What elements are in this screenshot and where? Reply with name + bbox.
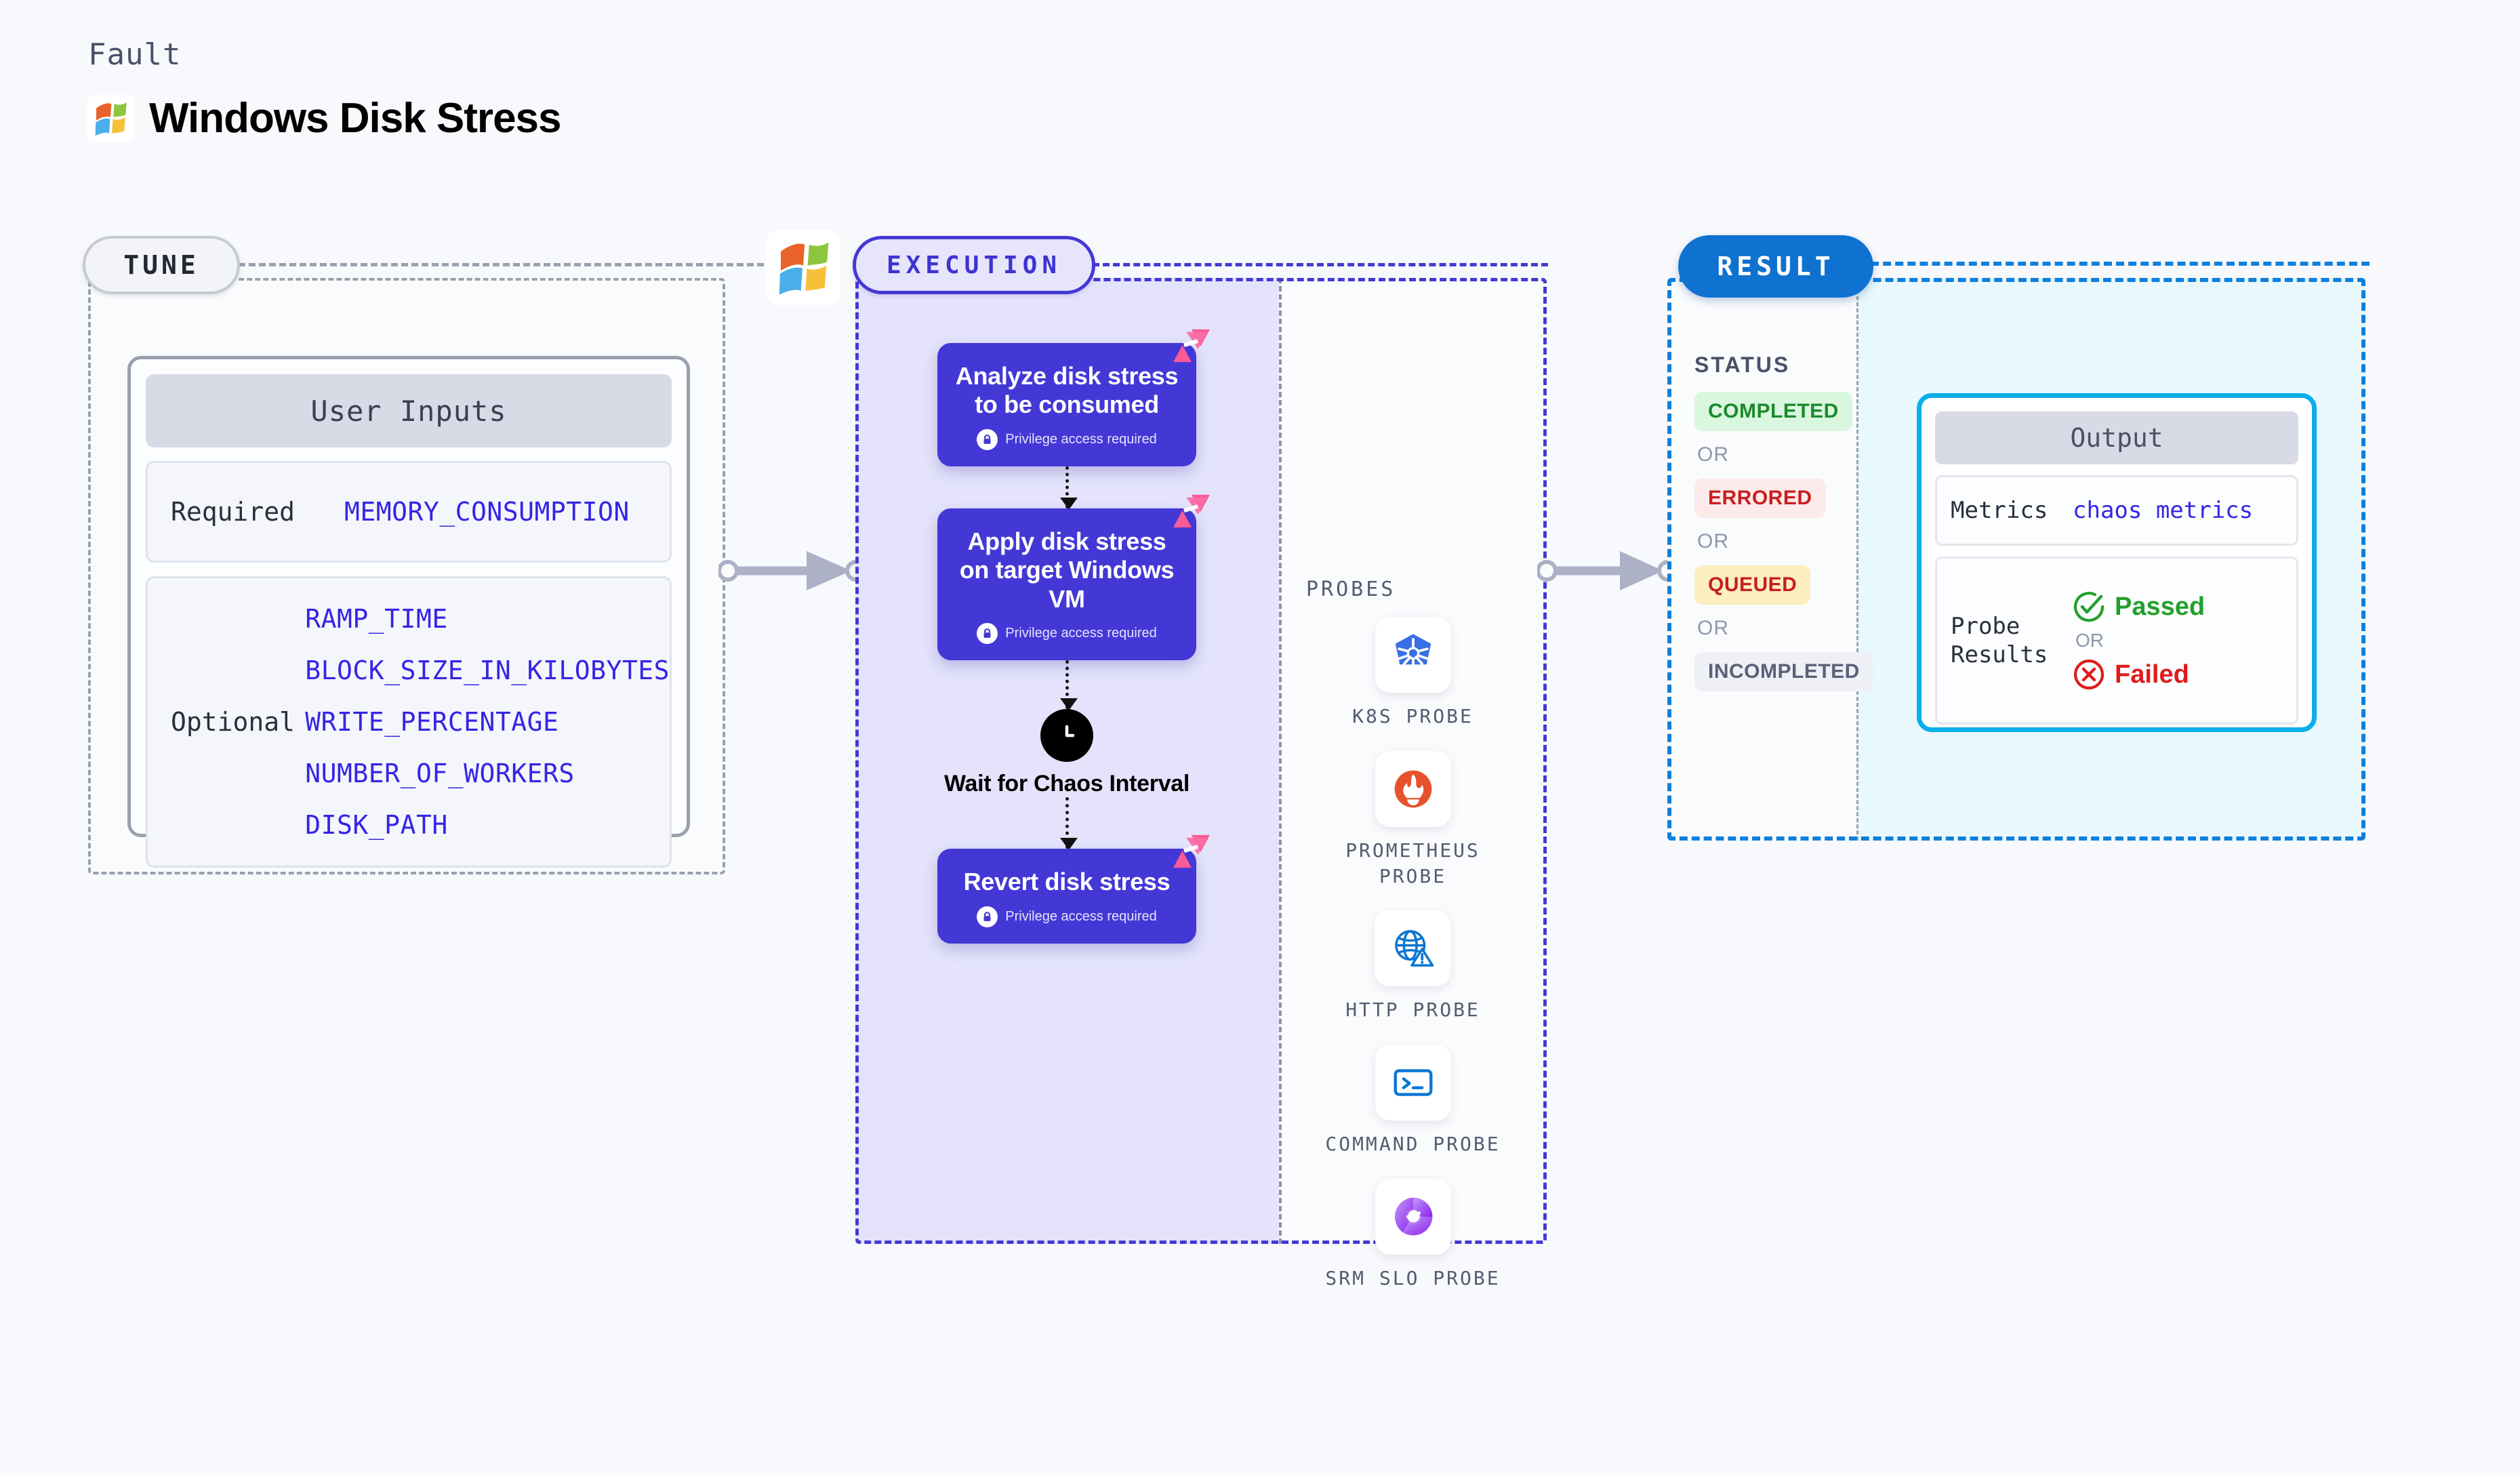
or-separator: OR xyxy=(1697,443,1729,466)
input-param[interactable]: WRITE_PERCENTAGE xyxy=(305,707,559,737)
input-param[interactable]: RAMP_TIME xyxy=(305,604,448,634)
status-badge: INCOMPLETED xyxy=(1694,652,1873,691)
passed-label: Passed xyxy=(2115,592,2206,621)
result-pill-dashed-connector xyxy=(1871,262,2370,266)
check-circle-icon xyxy=(2073,590,2105,623)
clock-icon xyxy=(1040,709,1093,763)
probe-item-command[interactable]: COMMAND PROBE xyxy=(1325,1045,1500,1157)
output-probe-results-row: Probe Results Passed OR xyxy=(1935,557,2298,725)
execution-panel-outline xyxy=(855,278,1547,1244)
status-badge-list: COMPLETED OR ERRORED OR QUEUED OR INCOMP… xyxy=(1694,392,1873,691)
flow-arrow xyxy=(1059,797,1078,851)
output-metrics-row: Metrics chaos metrics xyxy=(1935,475,2298,546)
user-inputs-title: User Inputs xyxy=(146,374,672,447)
connector-execution-to-result xyxy=(1537,546,1680,596)
output-title: Output xyxy=(1935,411,2298,464)
or-separator: OR xyxy=(1697,530,1729,552)
page-title: Windows Disk Stress xyxy=(149,95,562,142)
probe-results-values: Passed OR Failed xyxy=(2073,590,2205,691)
optional-inputs-row: Optional RAMP_TIME BLOCK_SIZE_IN_KILOBYT… xyxy=(146,576,672,868)
prometheus-icon xyxy=(1375,750,1451,827)
required-values: MEMORY_CONSUMPTION xyxy=(344,497,630,527)
result-panel-outline xyxy=(1667,278,2365,841)
optional-label: Optional xyxy=(171,707,296,737)
result-panel: RESULT STATUS COMPLETED OR ERRORED OR QU… xyxy=(1667,235,2370,841)
probe-result-passed: Passed xyxy=(2073,590,2205,623)
execution-step-apply[interactable]: Apply disk stress on target Windows VM P… xyxy=(937,494,1210,661)
probe-item-http[interactable]: HTTP PROBE xyxy=(1345,910,1480,1023)
probes-section-label: PROBES xyxy=(1306,578,1396,601)
step-title: Apply disk stress on target Windows VM xyxy=(959,527,1175,613)
required-label: Required xyxy=(171,497,296,527)
required-inputs-row: Required MEMORY_CONSUMPTION xyxy=(146,461,672,563)
metrics-value[interactable]: chaos metrics xyxy=(2073,497,2254,524)
status-badge: QUEUED xyxy=(1694,565,1811,605)
privilege-text: Privilege access required xyxy=(1005,626,1157,641)
lock-icon xyxy=(977,428,998,450)
probe-label: PROMETHEUS PROBE xyxy=(1345,839,1480,887)
step-privilege-note: Privilege access required xyxy=(952,428,1181,450)
step-privilege-note: Privilege access required xyxy=(952,906,1181,927)
probe-result-failed: Failed xyxy=(2073,658,2205,691)
connector-tune-to-execution xyxy=(718,546,868,596)
metrics-label: Metrics xyxy=(1951,496,2048,524)
step-privilege-note: Privilege access required xyxy=(952,623,1181,645)
probe-item-k8s[interactable]: K8S PROBE xyxy=(1352,617,1474,729)
status-badge: COMPLETED xyxy=(1694,392,1852,431)
close-circle-icon xyxy=(2073,658,2105,691)
flow-arrow xyxy=(1059,466,1078,510)
privilege-text: Privilege access required xyxy=(1005,431,1157,447)
wait-for-chaos-interval-node: Wait for Chaos Interval xyxy=(877,709,1257,797)
wait-node-label: Wait for Chaos Interval xyxy=(943,771,1190,797)
input-param[interactable]: DISK_PATH xyxy=(305,810,448,840)
http-globe-warning-icon xyxy=(1375,910,1451,987)
chaos-fault-badge-icon xyxy=(1172,834,1211,869)
chaos-fault-badge-icon xyxy=(1172,328,1211,363)
probe-label: SRM SLO PROBE xyxy=(1325,1266,1501,1289)
result-status-column xyxy=(1667,278,1858,841)
srm-slo-icon xyxy=(1375,1178,1451,1255)
input-param[interactable]: NUMBER_OF_WORKERS xyxy=(305,759,575,788)
probe-label: K8S PROBE xyxy=(1352,705,1474,727)
probe-results-label: Probe Results xyxy=(1951,612,2048,669)
user-inputs-card: User Inputs Required MEMORY_CONSUMPTION … xyxy=(127,356,690,868)
or-separator: OR xyxy=(2075,630,2104,651)
tune-pill-label: TUNE xyxy=(83,236,240,294)
tune-panel: TUNE User Inputs Required MEMORY_CONSUMP… xyxy=(83,230,840,874)
probe-label: COMMAND PROBE xyxy=(1325,1133,1501,1156)
probe-item-prometheus[interactable]: PROMETHEUS PROBE xyxy=(1315,750,1511,889)
page-header: Windows Disk Stress xyxy=(87,95,562,142)
execution-pill-label: EXECUTION xyxy=(853,236,1095,294)
execution-step-chain: Analyze disk stress to be consumed Privi… xyxy=(877,329,1257,944)
flow-arrow xyxy=(1059,660,1078,711)
execution-panel: EXECUTION PROBES Analyze disk stress to … xyxy=(853,236,1548,1289)
status-heading: STATUS xyxy=(1694,352,1791,377)
execution-step-analyze[interactable]: Analyze disk stress to be consumed Privi… xyxy=(937,329,1210,466)
lock-icon xyxy=(977,623,998,645)
step-title: Analyze disk stress to be consumed xyxy=(955,362,1179,419)
chaos-fault-badge-icon xyxy=(1172,493,1211,529)
page-kicker: Fault xyxy=(88,37,182,72)
optional-values: RAMP_TIME BLOCK_SIZE_IN_KILOBYTES WRITE_… xyxy=(305,604,670,840)
input-param[interactable]: BLOCK_SIZE_IN_KILOBYTES xyxy=(305,655,670,685)
kubernetes-icon xyxy=(1375,617,1451,693)
step-title: Revert disk stress xyxy=(963,868,1171,896)
lock-icon xyxy=(977,906,998,927)
windows-logo-icon xyxy=(766,230,840,305)
windows-logo-icon xyxy=(87,95,134,142)
or-separator: OR xyxy=(1697,617,1729,639)
probe-item-srm-slo[interactable]: SRM SLO PROBE xyxy=(1325,1178,1501,1291)
privilege-text: Privilege access required xyxy=(1005,908,1157,924)
failed-label: Failed xyxy=(2115,660,2189,689)
terminal-icon xyxy=(1375,1045,1451,1121)
execution-pill-dashed-connector xyxy=(1093,263,1548,266)
result-pill-label: RESULT xyxy=(1678,235,1873,298)
probe-label: HTTP PROBE xyxy=(1345,998,1480,1022)
execution-step-revert[interactable]: Revert disk stress Privilege access requ… xyxy=(937,835,1210,944)
input-param[interactable]: MEMORY_CONSUMPTION xyxy=(344,497,630,527)
status-badge: ERRORED xyxy=(1694,479,1826,518)
tune-pill-dashed-connector xyxy=(239,263,774,266)
output-card: Output Metrics chaos metrics Probe Resul… xyxy=(1917,393,2317,732)
probes-list: K8S PROBE PROMETHEUS PROBE xyxy=(1279,617,1547,1291)
